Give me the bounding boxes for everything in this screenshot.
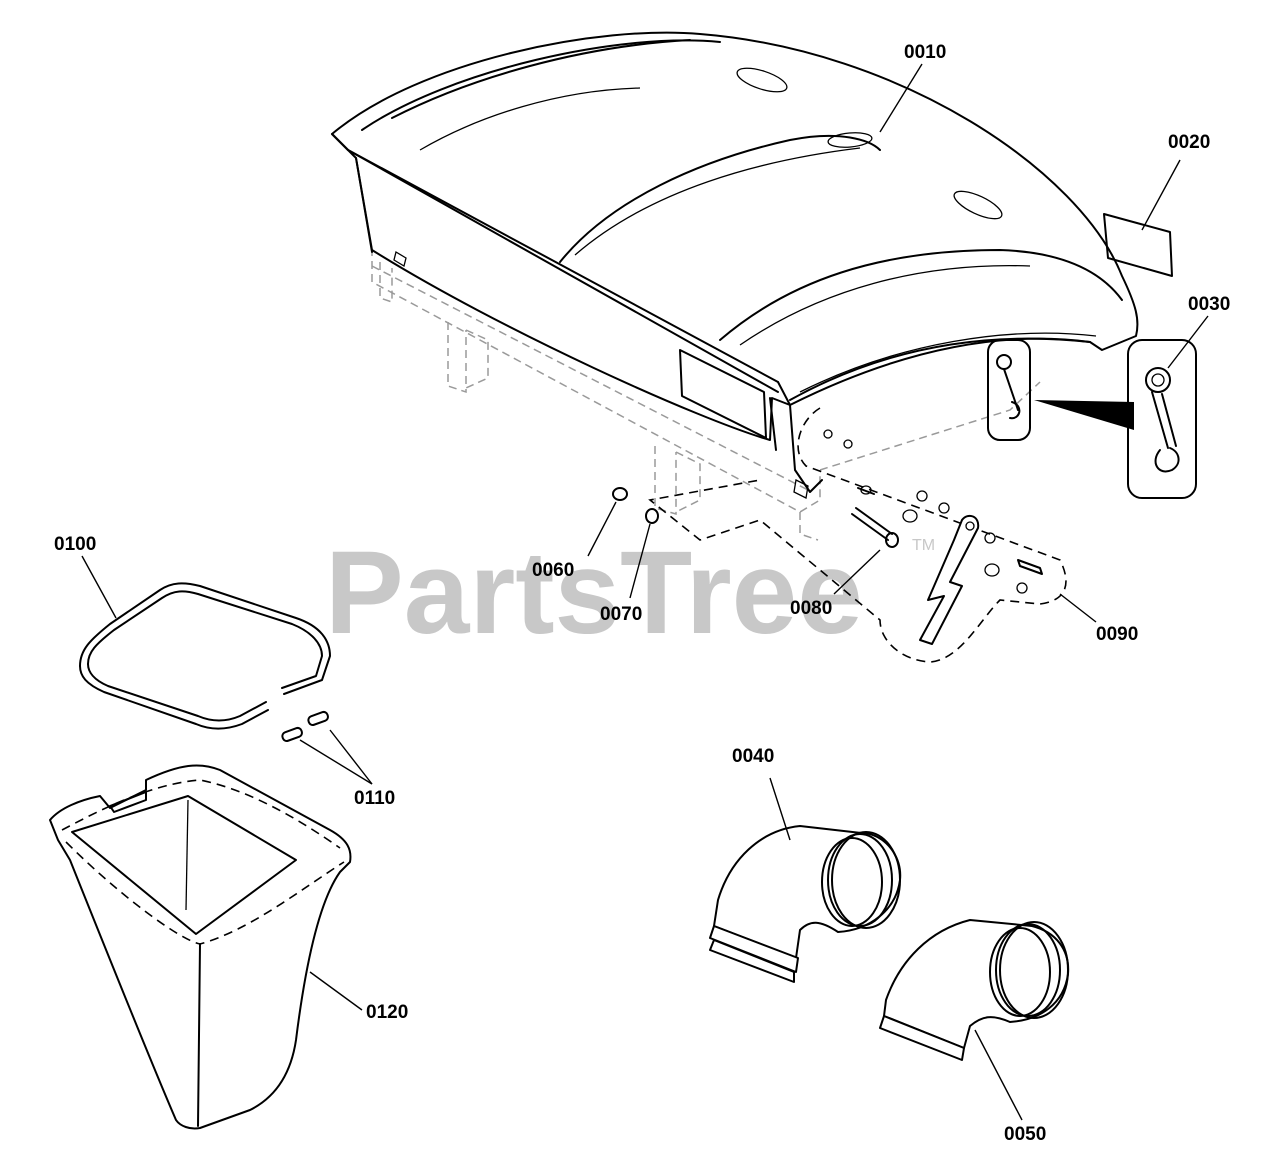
part-0010-cover (331, 31, 1139, 499)
label-0040: 0040 (732, 746, 774, 767)
leader-lines (81, 63, 1209, 1121)
label-0090: 0090 (1096, 624, 1138, 645)
part-0110-pins (281, 710, 329, 742)
part-labels: 0010 0020 0030 0040 0050 0060 0070 0080 … (54, 42, 1230, 1145)
label-0110: 0110 (354, 788, 395, 809)
part-0070-washer (645, 508, 659, 524)
label-0060: 0060 (532, 560, 574, 581)
part-0030-link (987, 339, 1197, 499)
label-0010: 0010 (904, 42, 946, 63)
watermark: PartsTree TM (325, 527, 935, 659)
watermark-tm: TM (912, 537, 935, 554)
part-0060-nut (612, 487, 628, 501)
label-0030: 0030 (1188, 294, 1230, 315)
label-0100: 0100 (54, 534, 96, 555)
part-0020-decal (1103, 213, 1173, 277)
part-0090-hardware-kit (648, 407, 1067, 663)
label-0050: 0050 (1004, 1124, 1046, 1145)
label-0080: 0080 (790, 598, 832, 619)
label-0120: 0120 (366, 1002, 408, 1023)
part-0080-bolt (851, 507, 899, 548)
label-0020: 0020 (1168, 132, 1210, 153)
label-0070: 0070 (600, 604, 642, 625)
part-0120-bag (49, 764, 352, 1130)
watermark-text: PartsTree (325, 527, 863, 659)
part-0050-elbow (879, 919, 1070, 1061)
part-0100-bag-frame (79, 582, 331, 730)
part-0040-elbow (709, 825, 902, 983)
